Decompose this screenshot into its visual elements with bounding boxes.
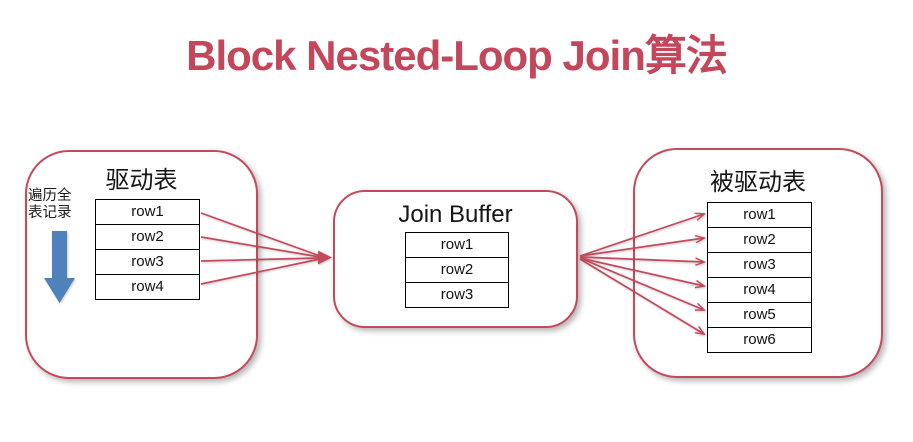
table-row: row1 [96,200,199,225]
table-row: row2 [406,258,508,283]
table-row: row1 [406,233,508,258]
driven-table: row1 row2 row3 row4 row5 row6 [707,202,812,353]
table-row: row2 [708,228,811,253]
table-row: row5 [708,303,811,328]
traverse-label-line2: 表记录 [28,205,72,221]
fan-in-arrowhead [318,250,332,265]
table-row: row3 [708,253,811,278]
table-row: row4 [708,278,811,303]
table-row: row3 [96,250,199,275]
driving-table-box-title: 驱动表 [105,167,178,194]
join-buffer-box-title: Join Buffer [398,201,513,228]
table-row: row2 [96,225,199,250]
table-row: row3 [440,286,474,303]
traverse-label: 遍历全 表记录 [28,188,92,222]
join-buffer-table: row1 row2 row3 [405,232,509,308]
driven-table-box-title: 被驱动表 [710,169,806,196]
page-title: Block Nested-Loop Join算法 [186,32,728,79]
table-row: row4 [131,278,164,295]
table-row: row1 [708,203,811,228]
table-row: row6 [743,331,776,348]
traverse-label-line1: 遍历全 [28,188,72,204]
driving-table: row1 row2 row3 row4 [95,199,200,300]
